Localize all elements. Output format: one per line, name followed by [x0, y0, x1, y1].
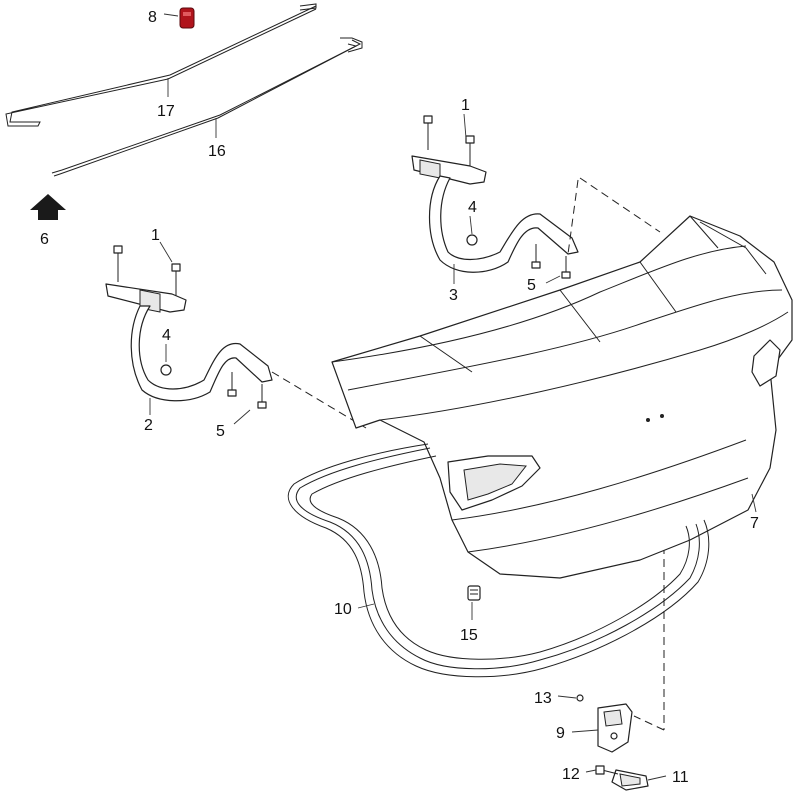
callout-10: 10 — [334, 601, 352, 618]
callout-4-right: 4 — [468, 199, 477, 216]
callout-8: 8 — [148, 9, 157, 26]
callout-5-left: 5 — [216, 423, 225, 440]
callout-1-right: 1 — [461, 97, 470, 114]
latch-9 — [597, 703, 633, 753]
bolt-13 — [576, 694, 584, 702]
release-rod-17 — [5, 3, 317, 127]
trunk-lid-7 — [331, 215, 793, 579]
callout-3: 3 — [449, 287, 458, 304]
callout-17: 17 — [157, 103, 175, 120]
callout-12: 12 — [562, 766, 580, 783]
leader-lines — [149, 13, 757, 781]
clip-8 — [179, 7, 195, 29]
callout-4-left: 4 — [162, 327, 171, 344]
callout-15: 15 — [460, 627, 478, 644]
callout-6: 6 — [40, 231, 49, 248]
bolt-12 — [595, 765, 619, 775]
callout-5-right: 5 — [527, 277, 536, 294]
callout-2: 2 — [144, 417, 153, 434]
callout-16: 16 — [208, 143, 226, 160]
callout-9: 9 — [556, 725, 565, 742]
trunk-hinge-right-3 — [411, 115, 579, 279]
striker-11 — [611, 769, 649, 791]
front-arrow-icon — [30, 194, 66, 220]
callout-1-left: 1 — [151, 227, 160, 244]
alignment-lines — [271, 177, 665, 731]
callout-labels: 8 17 16 6 1 4 3 5 1 4 2 5 7 10 15 13 9 1… — [40, 9, 759, 786]
trunk-hinge-left-2 — [105, 245, 273, 409]
weatherstrip-10 — [287, 443, 710, 678]
bumper-stop-15 — [467, 585, 481, 601]
callout-7: 7 — [750, 515, 759, 532]
release-rod-16 — [51, 37, 363, 177]
callout-11: 11 — [672, 769, 689, 786]
callout-13: 13 — [534, 690, 552, 707]
